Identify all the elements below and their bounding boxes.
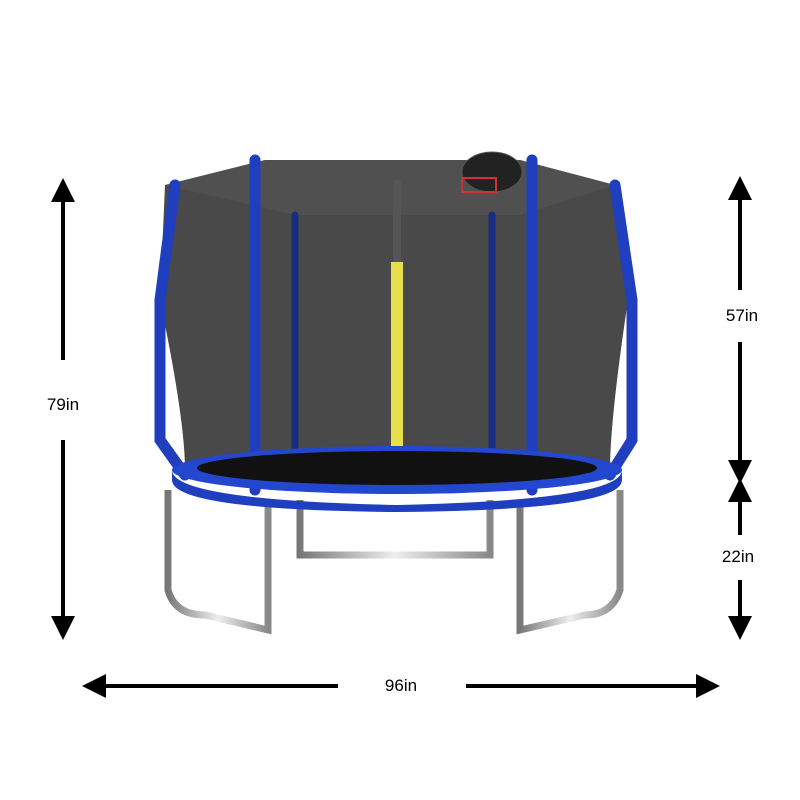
ladder (340, 500, 431, 660)
enclosure-poles (154, 154, 638, 496)
dimension-arrows (51, 176, 752, 698)
diameter-label: 96in (384, 674, 418, 698)
frame-height-label: 22in (721, 545, 755, 569)
jumping-mat (197, 451, 597, 485)
total-height-label: 79in (46, 393, 80, 417)
legs (164, 490, 624, 635)
net-height-label: 57in (725, 304, 759, 328)
yellow-pole-pad (391, 262, 403, 472)
basketball-hoop (461, 151, 523, 193)
frame-pad (172, 470, 622, 512)
